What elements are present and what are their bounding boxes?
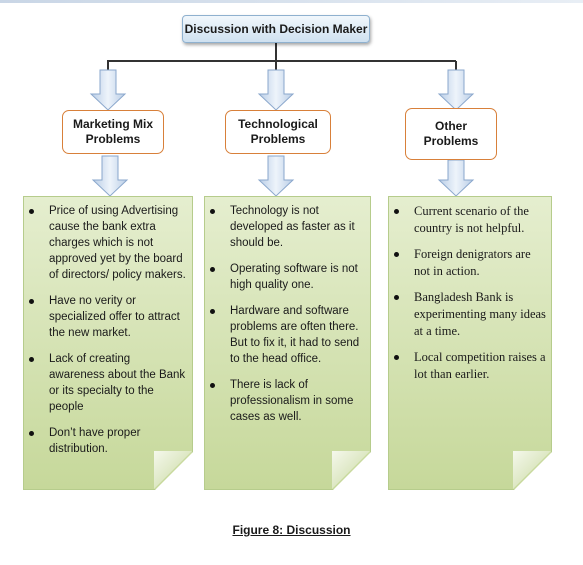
- down-arrow-icon: [91, 155, 129, 197]
- problem-list: Technology is not developed as faster as…: [205, 197, 370, 425]
- category-marketing-mix: Marketing Mix Problems: [62, 110, 164, 154]
- down-arrow-icon: [257, 69, 295, 111]
- category-other: Other Problems: [405, 108, 497, 160]
- list-item: Bangladesh Bank is experimenting many id…: [414, 290, 546, 338]
- list-item: There is lack of professionalism in some…: [230, 377, 364, 425]
- problem-list: Price of using Advertising cause the ban…: [24, 197, 192, 457]
- top-rule: [0, 0, 583, 3]
- down-arrow-icon: [437, 159, 475, 197]
- down-arrow-icon: [89, 69, 127, 111]
- list-item: Current scenario of the country is not h…: [414, 203, 547, 237]
- list-item: Foreign denigrators are not in action.: [414, 246, 547, 280]
- list-item: Lack of creating awareness about the Ban…: [49, 353, 186, 413]
- list-item: Local competition raises a lot than earl…: [414, 350, 546, 381]
- list-item: Hardware and software problems are often…: [230, 303, 364, 367]
- list-item: Have no verity or specialized offer to a…: [49, 293, 186, 341]
- list-item: Don’t have proper distribution.: [49, 425, 186, 457]
- root-node: Discussion with Decision Maker: [182, 15, 370, 43]
- category-technological: Technological Problems: [225, 110, 331, 154]
- list-item: Price of using Advertising cause the ban…: [49, 205, 186, 281]
- note-technological: Technology is not developed as faster as…: [204, 196, 371, 490]
- note-other: Current scenario of the country is not h…: [388, 196, 552, 490]
- down-arrow-icon: [257, 155, 295, 197]
- problem-list: Current scenario of the country is not h…: [389, 197, 551, 383]
- list-item: Operating software is not high quality o…: [230, 261, 364, 293]
- figure-caption: Figure 8: Discussion: [232, 523, 351, 537]
- list-item: Technology is not developed as faster as…: [230, 203, 364, 251]
- down-arrow-icon: [437, 69, 475, 111]
- note-marketing-mix: Price of using Advertising cause the ban…: [23, 196, 193, 490]
